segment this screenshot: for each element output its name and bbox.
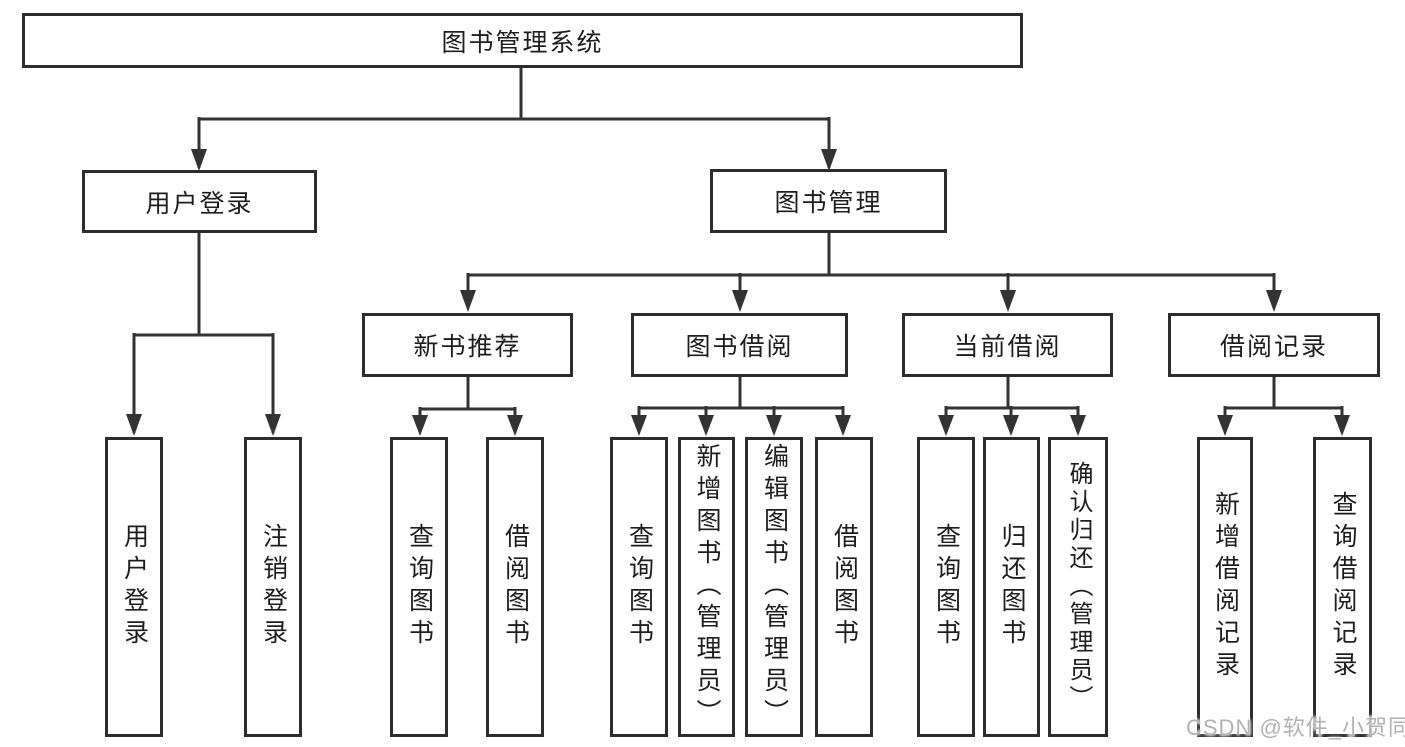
leaf-return-book: 归还图书	[983, 437, 1040, 737]
leaf-logout-label: 注销登录	[259, 523, 288, 651]
leaf-edit-book-admin: 编辑图书（管理员）	[745, 437, 803, 737]
leaf-query-book-borrow-label: 查询图书	[625, 523, 654, 651]
node-user-login-label: 用户登录	[145, 189, 254, 218]
leaf-user-login: 用户登录	[105, 437, 163, 737]
leaf-confirm-return-admin: 确认归还（管理员）	[1048, 437, 1108, 737]
leaf-borrow-book: 借阅图书	[815, 437, 873, 737]
node-current-borrow: 当前借阅	[902, 313, 1113, 377]
leaf-query-book-current: 查询图书	[917, 437, 975, 737]
node-book-management-label: 图书管理	[774, 189, 883, 217]
node-current-borrow-label: 当前借阅	[953, 333, 1062, 361]
leaf-borrow-book-label: 借阅图书	[830, 523, 859, 651]
leaf-logout: 注销登录	[244, 437, 302, 737]
leaf-query-book-borrow: 查询图书	[610, 437, 668, 737]
leaf-query-borrow-record: 查询借阅记录	[1313, 437, 1372, 737]
node-borrow-record: 借阅记录	[1168, 313, 1380, 377]
leaf-add-book-admin-label: 新增图书（管理员）	[693, 443, 721, 731]
leaf-add-borrow-record: 新增借阅记录	[1197, 437, 1253, 737]
node-borrow-record-label: 借阅记录	[1219, 333, 1328, 361]
leaf-add-book-admin: 新增图书（管理员）	[678, 437, 735, 737]
leaf-edit-book-admin-label: 编辑图书（管理员）	[760, 443, 789, 731]
node-user-login: 用户登录	[82, 170, 317, 233]
leaf-query-borrow-record-label: 查询借阅记录	[1329, 491, 1357, 683]
leaf-add-borrow-record-label: 新增借阅记录	[1211, 491, 1240, 683]
node-root-system: 图书管理系统	[22, 13, 1023, 68]
node-root-label: 图书管理系统	[441, 28, 604, 57]
leaf-return-book-label: 归还图书	[998, 523, 1026, 651]
leaf-query-book-current-label: 查询图书	[932, 523, 961, 651]
node-book-borrow-label: 图书借阅	[685, 333, 794, 361]
leaf-query-book-recommend-label: 查询图书	[405, 523, 434, 651]
leaf-user-login-label: 用户登录	[120, 523, 149, 651]
node-new-book-recommend: 新书推荐	[362, 313, 573, 377]
csdn-watermark: CSDN @软件_小贺同学	[1186, 715, 1405, 740]
leaf-borrow-book-recommend-label: 借阅图书	[501, 523, 530, 651]
node-new-book-recommend-label: 新书推荐	[413, 333, 522, 361]
leaf-query-book-recommend: 查询图书	[390, 437, 448, 737]
node-book-borrow: 图书借阅	[631, 313, 848, 377]
leaf-confirm-return-admin-label: 确认归还（管理员）	[1065, 461, 1092, 713]
node-book-management: 图书管理	[710, 169, 947, 233]
leaf-borrow-book-recommend: 借阅图书	[486, 437, 544, 737]
